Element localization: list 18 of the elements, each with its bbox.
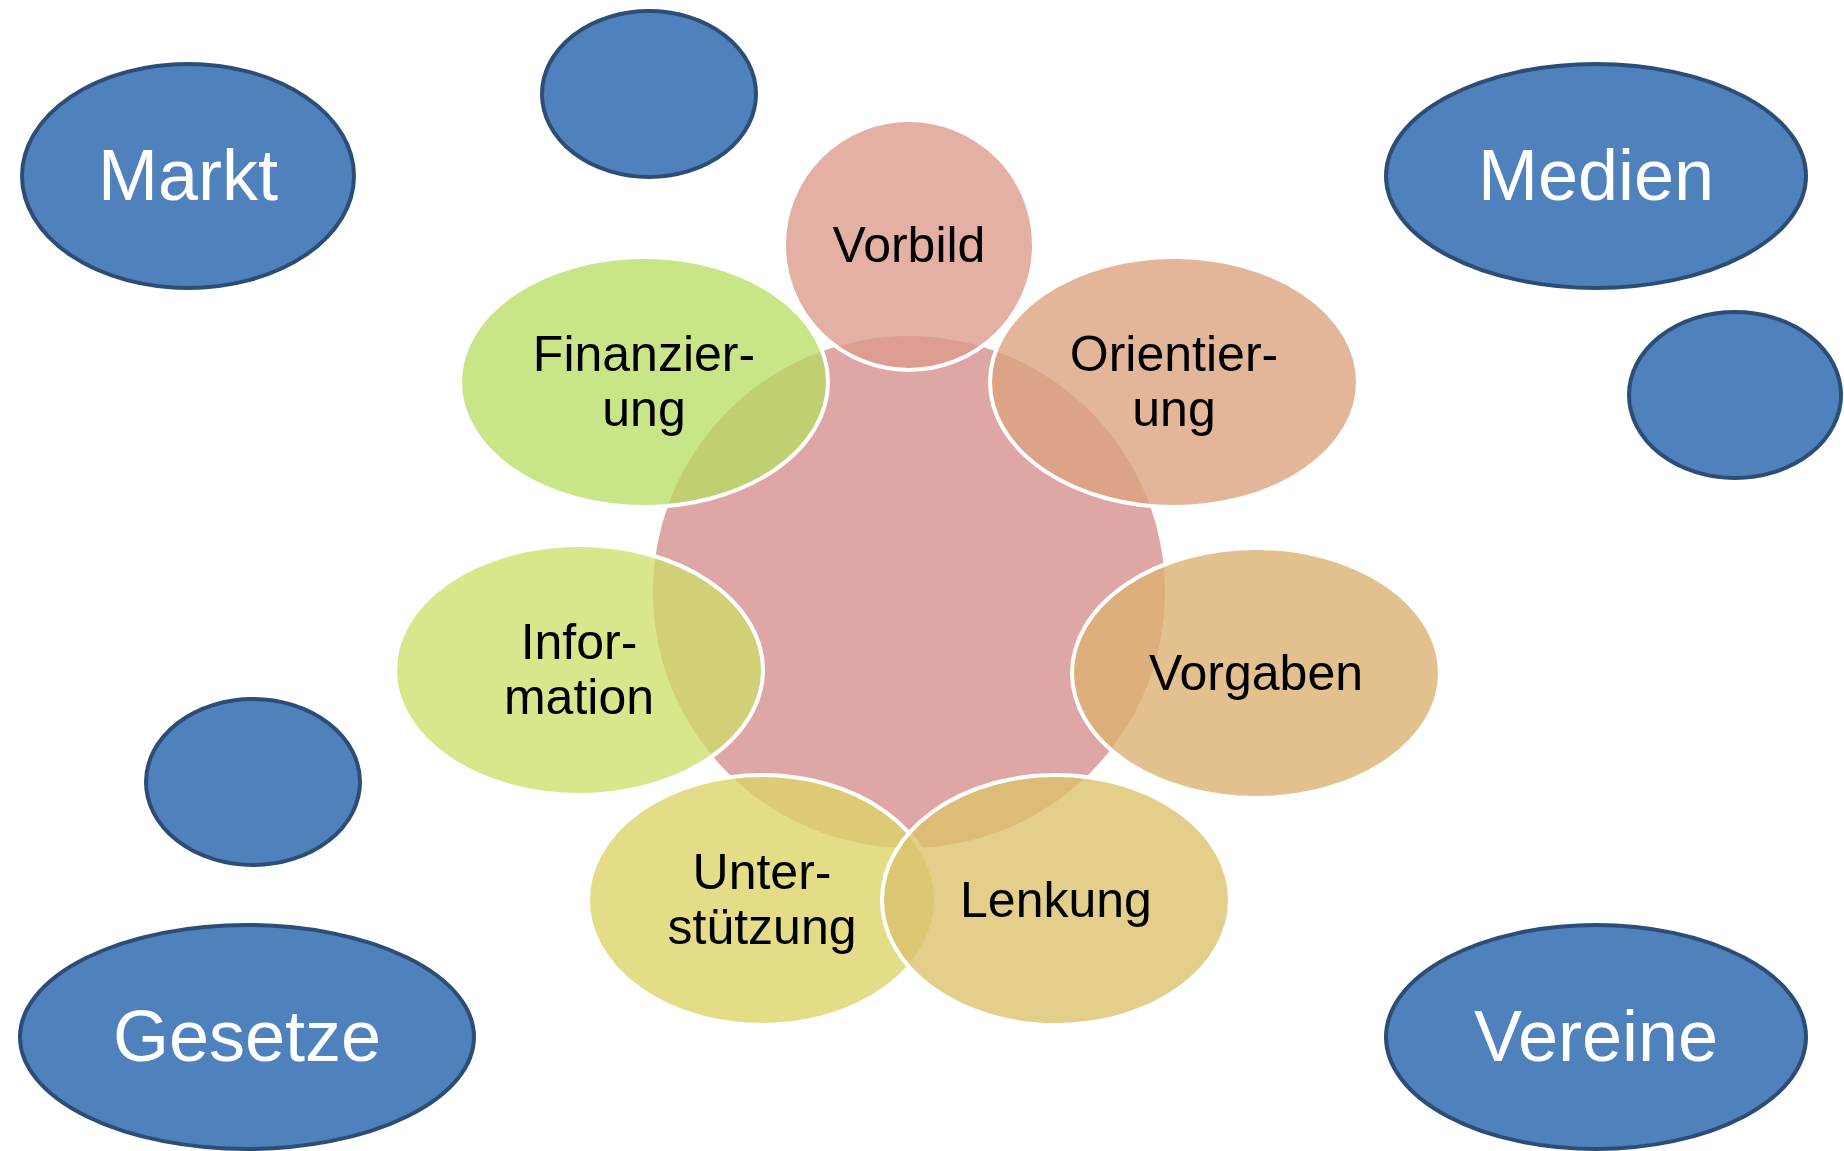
oval-shape xyxy=(1384,62,1808,290)
node-label: Orientier- ung xyxy=(1069,327,1279,437)
node-label: Gesetze xyxy=(112,997,382,1077)
node-label: Lenkung xyxy=(960,872,1152,928)
node-label: Vereine xyxy=(1473,997,1719,1077)
oval-shape xyxy=(144,697,362,867)
node-label: Medien xyxy=(1477,136,1715,216)
node-label: Markt xyxy=(98,136,278,216)
oval-shape xyxy=(1627,310,1843,480)
oval-shape xyxy=(1384,923,1808,1151)
node-label: Infor- mation xyxy=(503,615,655,725)
oval-shape xyxy=(18,923,476,1151)
oval-shape xyxy=(20,62,356,290)
node-label: Finanzier- ung xyxy=(532,327,756,437)
node-label: Vorgaben xyxy=(1148,645,1364,701)
node-label: Vorbild xyxy=(832,217,986,273)
node-label: Unter- stützung xyxy=(667,845,857,955)
oval-shape xyxy=(540,9,758,179)
